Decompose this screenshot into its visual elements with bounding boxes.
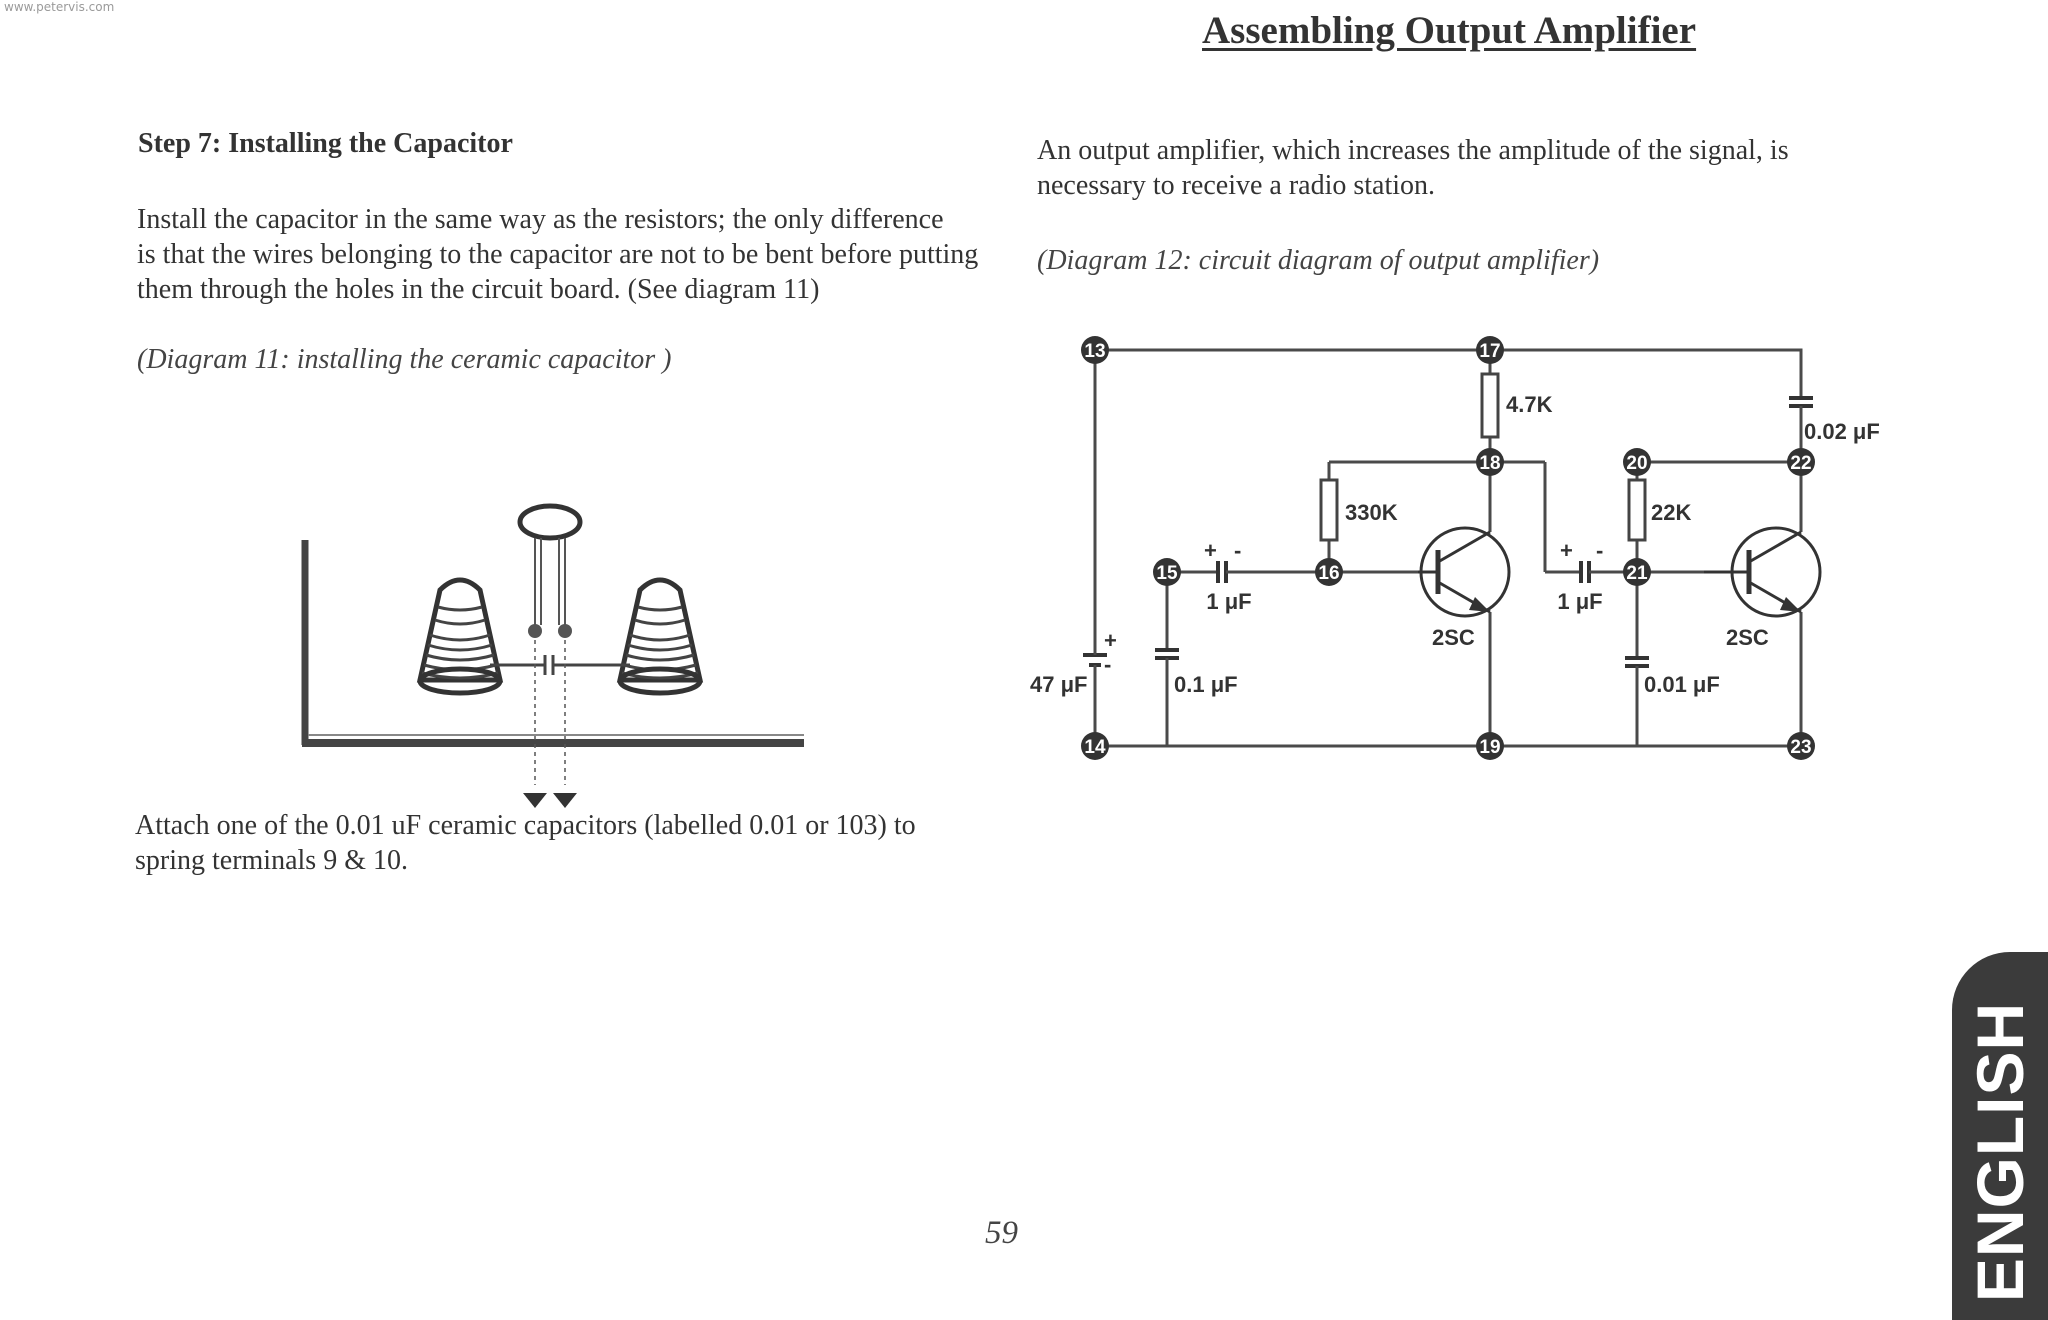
- node-20: [1623, 448, 1651, 476]
- transistor-q1: [1418, 526, 1511, 618]
- polarity-plus: +: [1104, 628, 1117, 653]
- node-14: [1081, 732, 1109, 760]
- circuit-nodes: [1081, 336, 1815, 760]
- polarity-minus: -: [1596, 538, 1603, 563]
- attach-paragraph: Attach one of the 0.01 uF ceramic capaci…: [135, 808, 1035, 878]
- instructions-line: them through the holes in the circuit bo…: [137, 274, 820, 305]
- intro-line: An output amplifier, which increases the…: [1037, 135, 1789, 166]
- label-330k: 330K: [1345, 500, 1398, 525]
- intro-line: necessary to receive a radio station.: [1037, 170, 1436, 201]
- polarity-minus: -: [1104, 652, 1111, 677]
- ceramic-capacitor-disc: [517, 503, 583, 541]
- resistor-4-7k: [1480, 372, 1500, 439]
- label-2sc-right: 2SC: [1726, 625, 1769, 650]
- node-22: [1787, 448, 1815, 476]
- node-23: [1787, 732, 1815, 760]
- attach-line: Attach one of the 0.01 uF ceramic capaci…: [135, 810, 916, 841]
- label-0-01uf: 0.01 μF: [1644, 672, 1720, 697]
- label-22k: 22K: [1651, 500, 1691, 525]
- polarity-minus: -: [1234, 538, 1241, 563]
- node-label: 13: [1084, 341, 1105, 362]
- node-13: [1081, 336, 1109, 364]
- instructions-paragraph: Install the capacitor in the same way as…: [137, 202, 997, 307]
- transistor-q2: [1704, 526, 1822, 618]
- label-1uf-left: 1 μF: [1206, 589, 1251, 614]
- node-label: 19: [1479, 737, 1500, 758]
- label-4-7k: 4.7K: [1506, 392, 1553, 417]
- node-label: 17: [1479, 341, 1500, 362]
- diagram-12-circuit: 13 14 15 16 17 18 19 20 21 22 23 4.7K 33…: [1030, 336, 1880, 760]
- label-2sc-left: 2SC: [1432, 625, 1475, 650]
- intro-paragraph: An output amplifier, which increases the…: [1037, 133, 1937, 203]
- page-number: 59: [985, 1215, 1018, 1251]
- polarity-plus: +: [1204, 538, 1217, 563]
- language-tab: ENGLISH: [1952, 952, 2048, 1320]
- arrow-down-icon: [553, 793, 577, 808]
- spring-terminal-right: [616, 577, 704, 696]
- node-label: 14: [1084, 737, 1106, 758]
- spring-terminal-left: [416, 577, 504, 696]
- node-19: [1476, 732, 1504, 760]
- attach-line: spring terminals 9 & 10.: [135, 845, 408, 876]
- node-18: [1476, 448, 1504, 476]
- resistor-22k: [1627, 478, 1647, 542]
- node-label: 22: [1790, 453, 1811, 474]
- label-0-1uf: 0.1 μF: [1174, 672, 1238, 697]
- node-16: [1315, 558, 1343, 586]
- instructions-line: Install the capacitor in the same way as…: [137, 204, 944, 235]
- diagram-11-caption: (Diagram 11: installing the ceramic capa…: [137, 344, 672, 375]
- node-17: [1476, 336, 1504, 364]
- resistor-330k: [1319, 478, 1339, 542]
- diagram-12-caption: (Diagram 12: circuit diagram of output a…: [1037, 245, 1600, 276]
- label-47uf: 47 μF: [1030, 672, 1087, 697]
- node-label: 23: [1790, 737, 1811, 758]
- watermark: www.petervis.com: [4, 0, 115, 14]
- node-label: 21: [1626, 563, 1648, 584]
- label-0-02uf: 0.02 μF: [1804, 419, 1880, 444]
- node-21: [1623, 558, 1651, 586]
- node-label: 16: [1318, 563, 1339, 584]
- diagram-11-capacitor-installation: [301, 503, 804, 808]
- arrow-down-icon: [523, 793, 547, 808]
- node-label: 15: [1156, 563, 1178, 584]
- node-15: [1153, 558, 1181, 586]
- label-1uf-right: 1 μF: [1557, 589, 1602, 614]
- instructions-line: is that the wires belonging to the capac…: [137, 239, 979, 270]
- page-title: Assembling Output Amplifier: [1202, 9, 1697, 52]
- step-heading: Step 7: Installing the Capacitor: [138, 128, 513, 159]
- node-label: 18: [1479, 453, 1500, 474]
- language-tab-label: ENGLISH: [1963, 1001, 2037, 1303]
- node-label: 20: [1626, 453, 1647, 474]
- polarity-plus: +: [1560, 538, 1573, 563]
